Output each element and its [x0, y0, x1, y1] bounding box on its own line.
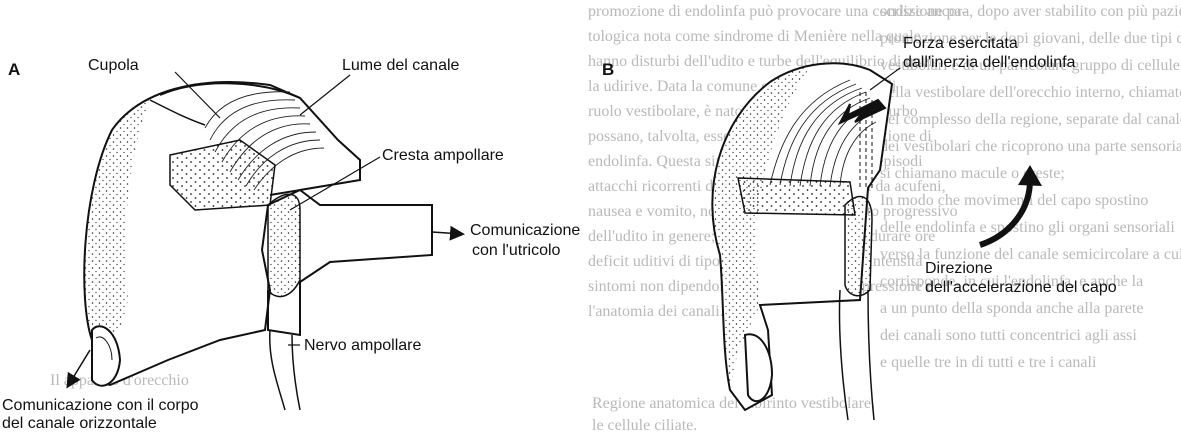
bleed-through-line: dei vestibolari che ricoprono una parte … [880, 138, 1181, 155]
bleed-through-line: l'anatomia dei canali. [588, 303, 724, 320]
label-direzione-line2: dell'accelerazione del capo [925, 279, 1117, 296]
bleed-through-line: e quelle tre in di tutti e tre i canali [880, 354, 1097, 371]
bleed-through-line: delle endolinfa e spostino gli organi se… [880, 219, 1175, 236]
label-utricolo-line2: con l'utricolo [472, 242, 561, 259]
bleed-through-line: dei canali sono tutti concentrici agli a… [880, 327, 1137, 344]
bleed-through-line: In modo che movimenti del capo spostino [880, 192, 1148, 209]
bleed-through-line: scrisse ancora, dopo aver stabilito con … [880, 3, 1181, 20]
panel-a-letter: A [8, 60, 20, 79]
label-forza-line2: dall'inerzia dell'endolinfa [903, 54, 1076, 71]
panel-b-letter: B [602, 60, 614, 79]
label-nervo-ampollare: Nervo ampollare [304, 337, 421, 354]
bleed-through-line: Regione anatomica del labirinto vestibol… [592, 395, 875, 412]
label-cupola: Cupola [88, 57, 139, 74]
panel-a-drawing [68, 72, 462, 410]
label-forza-line1: Forza esercitata [903, 35, 1018, 52]
label-direzione-line1: Direzione [925, 260, 993, 277]
bleed-through-line: tologica nota come sindrome di Menière n… [588, 28, 921, 45]
bleed-through-line: a un punto della sponda anche alla paret… [880, 300, 1143, 317]
label-corpo-line1: Comunicazione con il corpo [2, 397, 199, 414]
label-cresta-ampollare: Cresta ampollare [382, 147, 504, 164]
bleed-through-line: nel complesso della regione, separate da… [880, 111, 1181, 128]
bleed-through-line: le cellule ciliate. [592, 417, 697, 434]
label-utricolo-line1: Comunicazione [470, 222, 580, 239]
bleed-through-line: della vestibolare dell'orecchio interno,… [880, 84, 1181, 101]
label-corpo-line2: del canale orizzontale [2, 415, 157, 432]
label-lume-del-canale: Lume del canale [342, 57, 460, 74]
